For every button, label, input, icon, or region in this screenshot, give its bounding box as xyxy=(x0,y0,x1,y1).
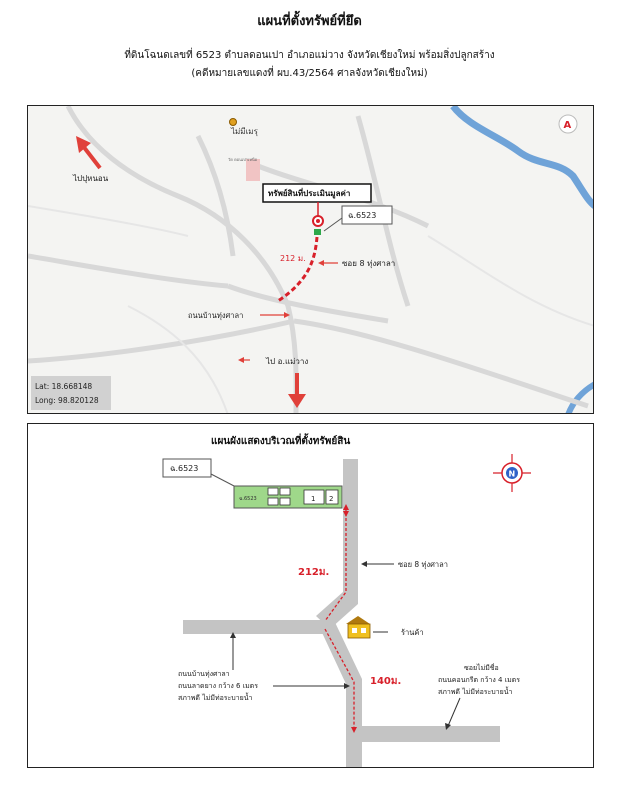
compass-letter: N xyxy=(509,470,516,479)
shop-icon xyxy=(346,616,371,639)
site-roads xyxy=(183,459,500,767)
right-road-line3: สภาพดี ไม่มีท่อระบายน้ำ xyxy=(438,685,513,696)
building-2 xyxy=(325,489,339,505)
site-plan[interactable]: แผนผังแสดงบริเวณที่ตั้งทรัพย์สิน N ฉ.652… xyxy=(27,423,594,768)
temple-label: ไม่มีเมรุ xyxy=(230,127,259,136)
deed-label: ฉ.6523 xyxy=(348,211,376,220)
building-1 xyxy=(303,489,325,505)
deed-label-box xyxy=(341,205,393,225)
right-road-line2: ถนนคอนกรีต กว้าง 4 เมตร xyxy=(438,676,520,684)
location-map-canvas: ไม่มีเมรุ วัด ดอนเปาเหนือ A ไปปุหนอน ทรั… xyxy=(28,106,593,413)
page-subtitle-deed: ที่ดินโฉนดเลขที่ 6523 ตำบลดอนเปา อำเภอแม… xyxy=(124,50,495,61)
coordinates-box xyxy=(31,376,111,410)
property-box xyxy=(262,183,372,203)
page-subtitle-case: (คดีหมายเลขแดงที่ ผบ.43/2564 ศาลจังหวัดเ… xyxy=(191,68,428,79)
right-road-line1: ซอยไม่มีชื่อ xyxy=(464,663,499,672)
route-dashed-lower xyxy=(324,628,355,729)
to-north-label: ไปปุหนอน xyxy=(72,174,109,183)
to-south-label: ไป อ.แม่วาง xyxy=(265,357,308,366)
route-dashed-upper xyxy=(324,508,347,622)
road-network xyxy=(28,106,589,413)
left-road-line2: ถนนลาดยาง กว้าง 6 เมตร xyxy=(178,682,258,690)
building-1-label: 1 xyxy=(311,495,315,503)
page-title: แผนที่ตั้งทรัพย์ที่ยึด xyxy=(257,14,362,29)
map-north-icon: A xyxy=(564,120,572,131)
location-map[interactable]: ไม่มีเมรุ วัด ดอนเปาเหนือ A ไปปุหนอน ทรั… xyxy=(27,105,594,414)
soi-label: ซอย 8 ทุ่งศาลา xyxy=(398,560,448,569)
main-road-west xyxy=(183,620,330,634)
soi-label: ซอย 8 ทุ่งศาลา xyxy=(342,259,395,268)
side-road-east xyxy=(358,726,500,742)
left-road-line3: สภาพดี ไม่มีท่อระบายน้ำ xyxy=(178,691,253,702)
deed-label: ฉ.6523 xyxy=(170,464,198,473)
minor-roads xyxy=(28,205,593,413)
route-dashed xyxy=(277,236,319,303)
soi-8-road xyxy=(316,459,358,629)
deed-label-box xyxy=(162,458,212,478)
distance-label: 212 ม. xyxy=(280,254,306,263)
longitude-label: Long: 98.820128 xyxy=(35,396,99,405)
river-south xyxy=(565,381,593,413)
temple-poi-icon xyxy=(229,118,237,126)
site-plan-canvas: แผนผังแสดงบริเวณที่ตั้งทรัพย์สิน N ฉ.652… xyxy=(162,433,531,767)
compass-icon: N xyxy=(493,454,531,492)
distance-label-upper: 212ม. xyxy=(298,567,329,578)
latitude-label: Lat: 18.668148 xyxy=(35,382,92,391)
left-road-line1: ถนนบ้านทุ่งศาลา xyxy=(178,670,230,678)
parcel-label: ฉ.6523 xyxy=(239,496,257,502)
building-2-label: 2 xyxy=(329,495,333,503)
temple-building xyxy=(246,159,260,181)
road-label: ถนนบ้านทุ่งศาลา xyxy=(188,311,243,320)
property-parcel xyxy=(314,229,321,235)
site-plan-title: แผนผังแสดงบริเวณที่ตั้งทรัพย์สิน xyxy=(211,433,350,447)
arrow-to-south-icon xyxy=(288,373,306,408)
shop-label: ร้านค้า xyxy=(401,628,424,637)
property-box-label: ทรัพย์สินที่ประเมินมูลค่า xyxy=(268,187,350,199)
building-small-b xyxy=(279,487,291,496)
building-small-a xyxy=(267,487,279,496)
main-road-diagonal xyxy=(318,616,362,767)
map-north-icon-bg xyxy=(558,114,578,134)
temple-sublabel: วัด ดอนเปาเหนือ xyxy=(228,157,258,162)
river xyxy=(450,106,593,209)
distance-label-lower: 140ม. xyxy=(370,676,401,687)
building-small-d xyxy=(279,497,291,506)
arrow-to-north-icon xyxy=(76,136,102,170)
building-small-c xyxy=(267,497,279,506)
